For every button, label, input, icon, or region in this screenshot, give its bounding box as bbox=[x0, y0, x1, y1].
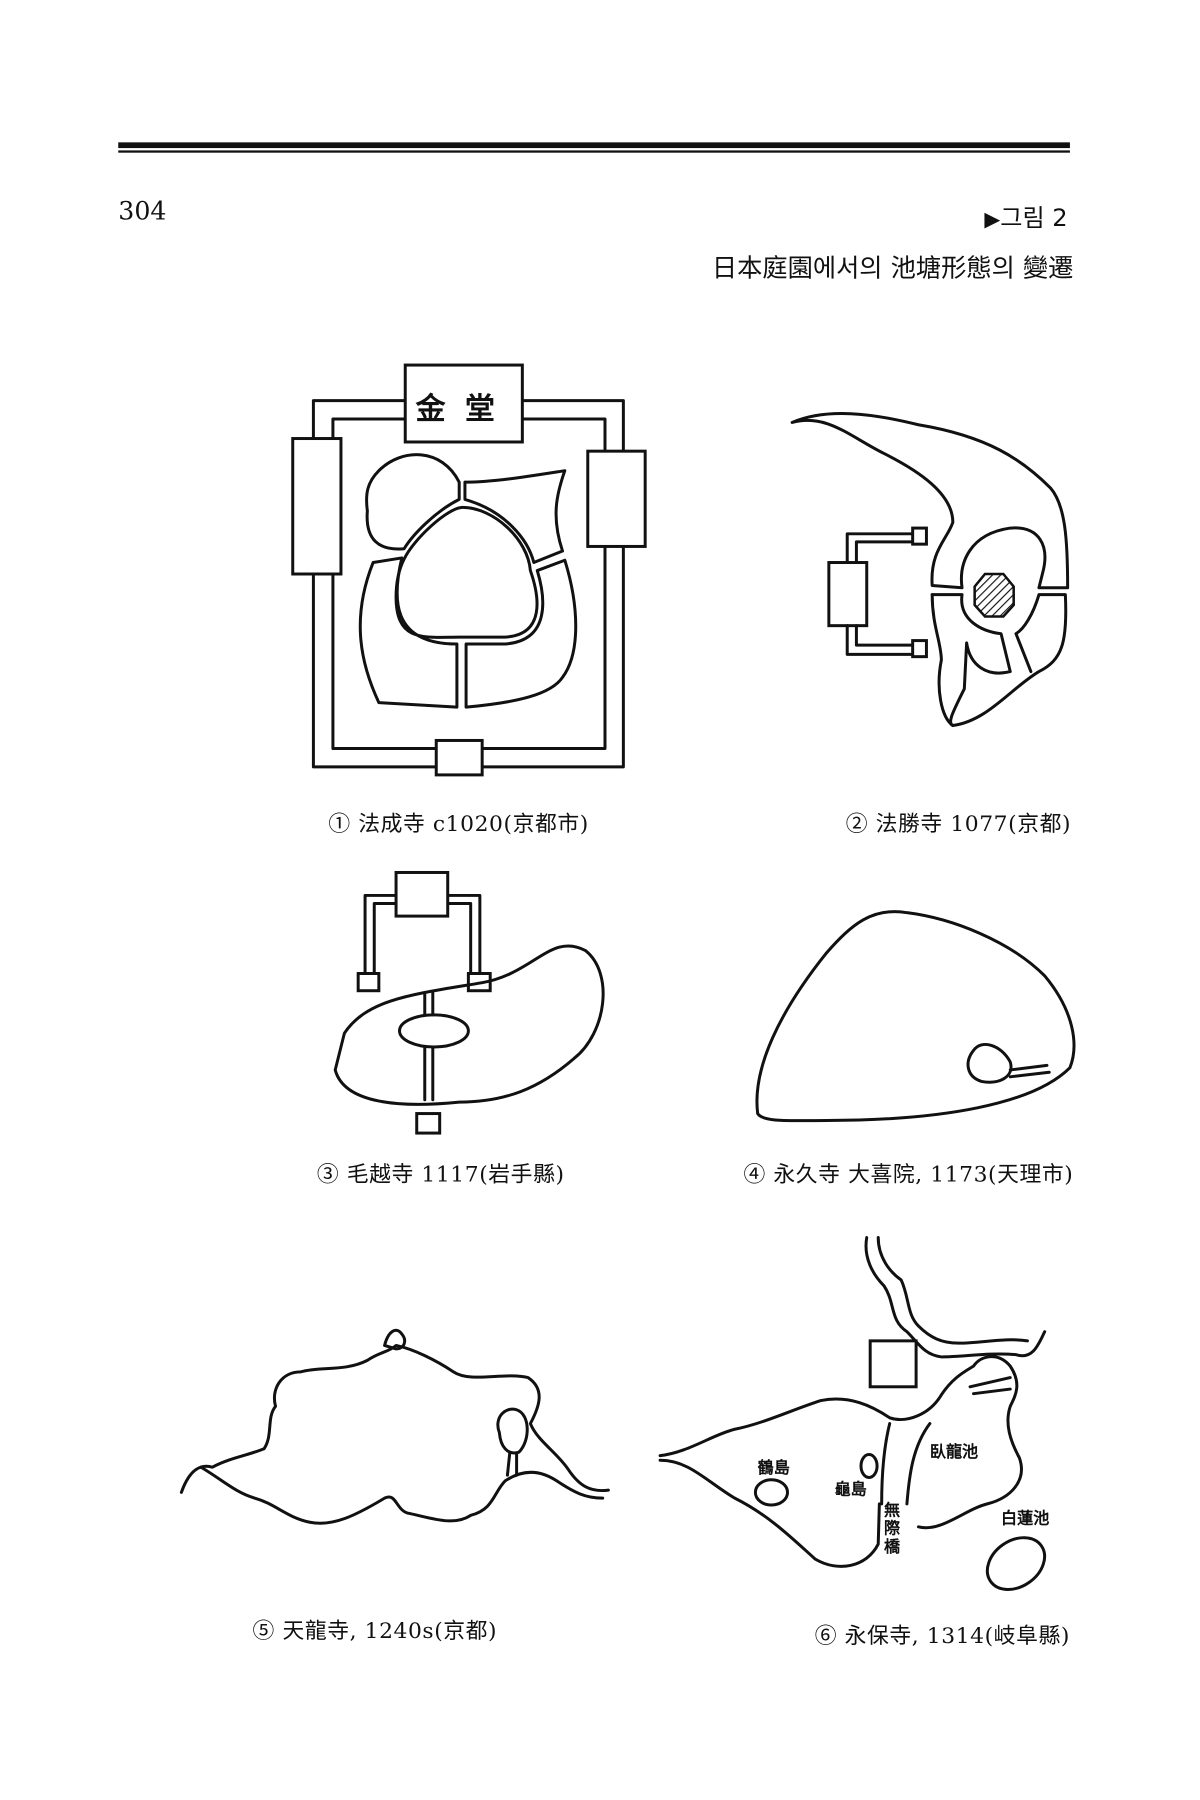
caption-4: ④ 永久寺 大喜院, 1173(天理市) bbox=[743, 1161, 1074, 1188]
island bbox=[398, 1013, 470, 1049]
hall-building bbox=[868, 1339, 918, 1389]
diagram-hojoji bbox=[291, 363, 647, 777]
header-rule-thick bbox=[118, 142, 1070, 149]
diagram-tenryuji bbox=[179, 1328, 610, 1525]
page-number: 304 bbox=[118, 197, 167, 227]
label-crane-island: 鶴島 bbox=[757, 1459, 790, 1478]
octagonal-hall bbox=[973, 572, 1015, 618]
diagram-eikyuji bbox=[755, 910, 1076, 1123]
label-turtle-island: 龜島 bbox=[834, 1480, 867, 1500]
label-musai-bridge: 無際橋 bbox=[883, 1501, 901, 1557]
caption-2: ② 法勝寺 1077(京都) bbox=[845, 811, 1072, 837]
figure-label: ▶그림 2 bbox=[984, 200, 1067, 234]
right-hall bbox=[586, 449, 647, 548]
hall-building bbox=[827, 561, 869, 628]
caption-6: ⑥ 永保寺, 1314(岐阜縣) bbox=[814, 1623, 1070, 1649]
gate bbox=[434, 738, 484, 777]
kondo-label: 金 堂 bbox=[415, 392, 500, 428]
caption-5: ⑤ 天龍寺, 1240s(京都) bbox=[252, 1618, 498, 1644]
label-byakuren-pond: 白蓮池 bbox=[1001, 1509, 1050, 1528]
caption-3: ③ 毛越寺 1117(岩手縣) bbox=[316, 1161, 565, 1188]
diagram-eihoji bbox=[658, 1236, 1047, 1591]
diagram-motsuji bbox=[333, 870, 605, 1135]
label-garyu-pond: 臥龍池 bbox=[929, 1443, 979, 1462]
kondo-building bbox=[403, 363, 524, 444]
figure-title: 日本庭園에서의 池塘形態의 變遷 bbox=[711, 254, 1074, 284]
diagram-hoshoji bbox=[790, 411, 1070, 728]
triangle-icon: ▶ bbox=[984, 207, 1001, 232]
header-rule-thin bbox=[118, 150, 1070, 153]
figure-label-text: 그림 2 bbox=[1000, 204, 1068, 232]
caption-1: ① 法成寺 c1020(京都市) bbox=[328, 811, 589, 837]
left-hall bbox=[291, 437, 343, 576]
